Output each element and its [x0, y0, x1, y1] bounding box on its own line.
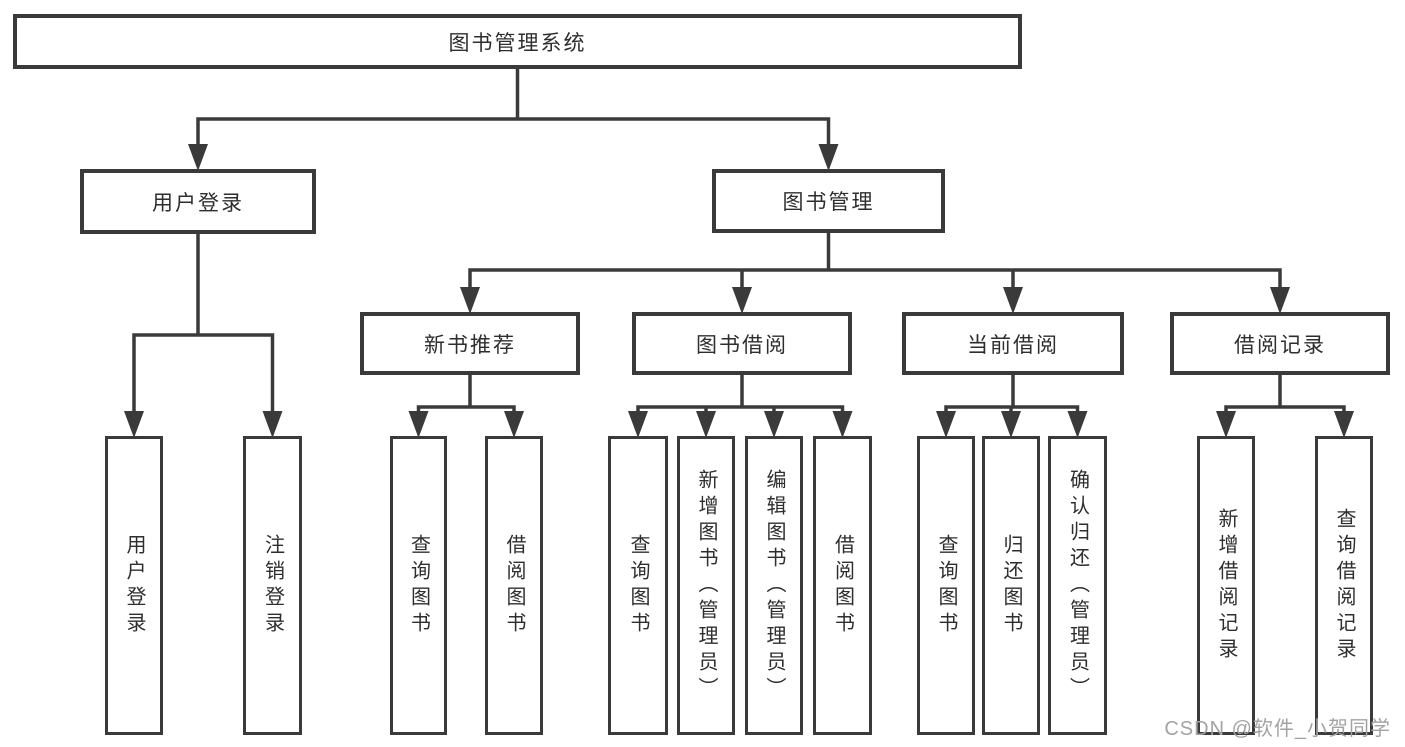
node-new-book-rec-label: 新书推荐 [424, 333, 516, 357]
arrowhead-book-mgmt [818, 144, 839, 171]
arrowhead-leaf-user-login [124, 411, 144, 438]
arrowhead-leaf-query-book-1 [408, 411, 429, 438]
node-new-book-rec: 新书推荐 [360, 312, 580, 375]
node-leaf-add-book-label: 新增图书（管理员） [695, 468, 717, 703]
node-leaf-user-login-label: 用户登录 [123, 533, 145, 638]
node-leaf-borrow-book-1: 借阅图书 [485, 436, 543, 735]
arrowhead-leaf-borrow-book-1 [504, 411, 524, 438]
node-user-login-label: 用户登录 [152, 191, 244, 215]
node-leaf-confirm-return: 确认归还（管理员） [1048, 436, 1107, 735]
node-leaf-query-book-3: 查询图书 [917, 436, 975, 735]
node-leaf-query-book-3-label: 查询图书 [935, 533, 957, 638]
node-root: 图书管理系统 [13, 14, 1022, 69]
node-leaf-borrow-book-2: 借阅图书 [813, 436, 872, 735]
arrowhead-leaf-query-record [1334, 411, 1354, 438]
node-leaf-edit-book: 编辑图书（管理员） [745, 436, 803, 735]
arrowhead-book-borrow [732, 287, 752, 314]
arrowhead-leaf-query-book-2 [628, 411, 648, 438]
node-leaf-query-book-1-label: 查询图书 [407, 533, 430, 638]
node-book-mgmt-label: 图书管理 [782, 191, 875, 214]
arrowhead-leaf-edit-book [764, 411, 784, 438]
arrowhead-borrow-records [1270, 287, 1290, 314]
node-leaf-borrow-book-2-label: 借阅图书 [831, 533, 854, 638]
node-leaf-edit-book-label: 编辑图书（管理员） [763, 468, 785, 703]
node-leaf-query-record: 查询借阅记录 [1315, 436, 1373, 735]
arrowhead-leaf-confirm-return [1067, 411, 1088, 438]
node-leaf-add-record: 新增借阅记录 [1197, 436, 1255, 735]
arrowhead-new-book-rec [460, 287, 480, 314]
connector-path [132, 67, 1346, 415]
arrowhead-current-borrow [1003, 287, 1023, 314]
node-leaf-query-book-2-label: 查询图书 [627, 533, 649, 638]
node-current-borrow-label: 当前借阅 [967, 333, 1059, 357]
node-borrow-records-label: 借阅记录 [1234, 333, 1326, 357]
arrowhead-leaf-borrow-book-2 [832, 411, 853, 438]
node-leaf-query-book-1: 查询图书 [390, 436, 447, 735]
node-borrow-records: 借阅记录 [1170, 312, 1390, 375]
node-leaf-return-book: 归还图书 [982, 436, 1040, 735]
node-leaf-return-book-label: 归还图书 [1000, 533, 1022, 638]
node-root-label: 图书管理系统 [448, 31, 587, 55]
node-current-borrow: 当前借阅 [902, 312, 1124, 375]
arrowhead-leaf-return-book [1001, 411, 1021, 438]
node-leaf-user-login: 用户登录 [105, 436, 163, 735]
node-leaf-query-record-label: 查询借阅记录 [1333, 507, 1355, 664]
node-book-borrow-label: 图书借阅 [696, 333, 788, 357]
node-book-mgmt: 图书管理 [712, 169, 945, 233]
node-book-borrow: 图书借阅 [632, 312, 852, 375]
node-leaf-confirm-return-label: 确认归还（管理员） [1066, 468, 1089, 703]
node-leaf-add-record-label: 新增借阅记录 [1215, 507, 1237, 664]
node-leaf-query-book-2: 查询图书 [608, 436, 668, 735]
node-leaf-logout-label: 注销登录 [261, 533, 284, 638]
csdn-watermark: CSDN @软件_小贺同学 [1164, 718, 1391, 740]
arrowhead-user-login [188, 144, 208, 171]
node-leaf-borrow-book-1-label: 借阅图书 [503, 533, 525, 638]
arrowhead-leaf-add-book [696, 411, 716, 438]
arrowhead-leaf-add-record [1216, 411, 1236, 438]
arrowhead-leaf-query-book-3 [936, 411, 956, 438]
node-leaf-logout: 注销登录 [243, 436, 302, 735]
node-user-login: 用户登录 [80, 169, 316, 234]
arrowhead-leaf-logout [262, 411, 283, 438]
node-leaf-add-book: 新增图书（管理员） [677, 436, 735, 735]
